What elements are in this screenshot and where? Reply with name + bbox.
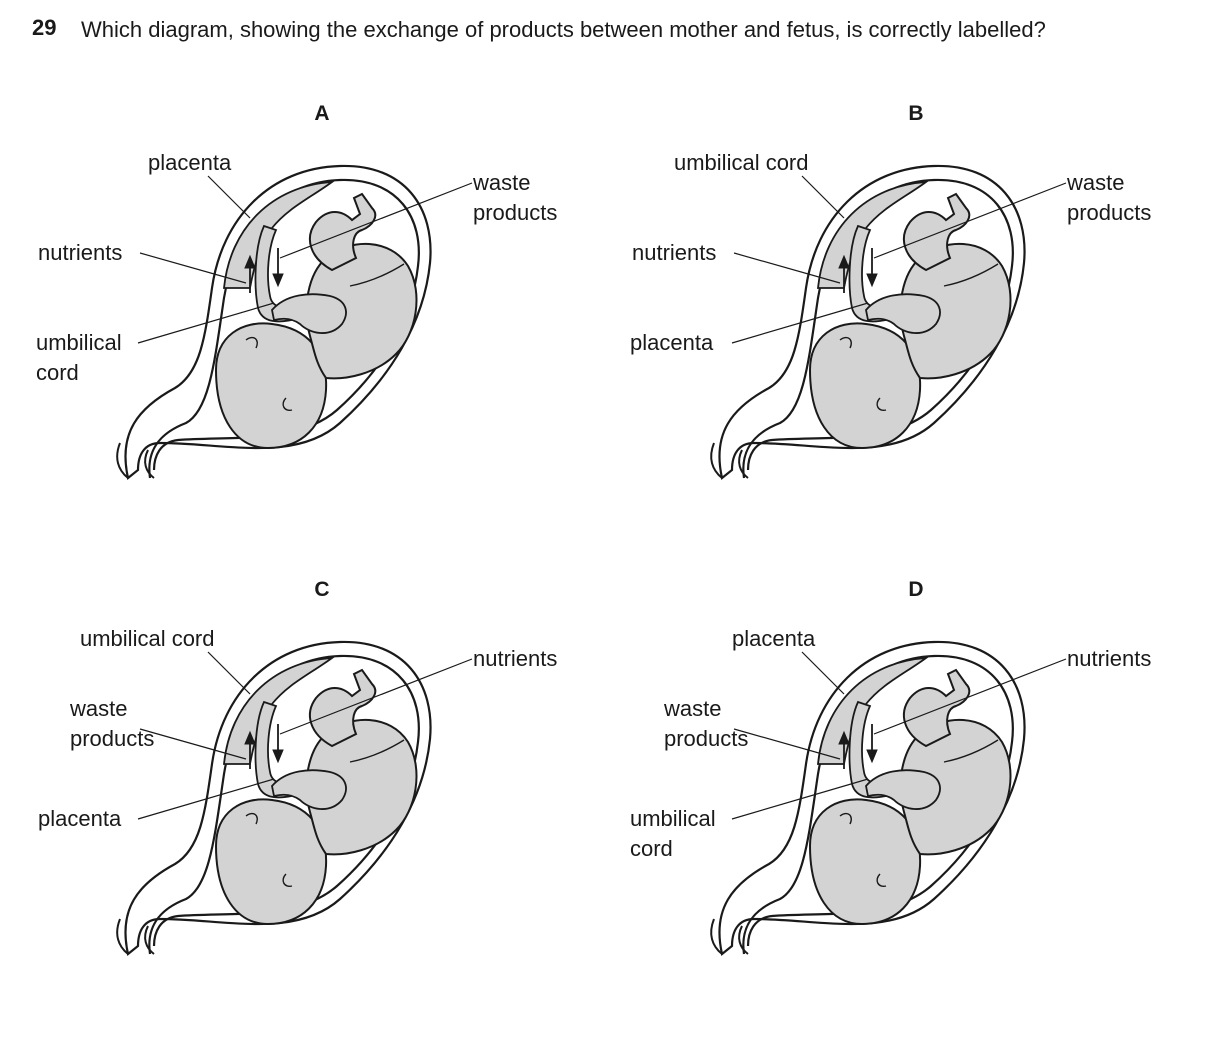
leader-line-top-right	[279, 182, 473, 259]
leader-line-middle-left	[733, 728, 841, 760]
fetus-body	[899, 242, 1012, 380]
uterus-outer-wall	[718, 640, 1026, 956]
leader-line-middle-left	[139, 252, 247, 284]
down-arrow-icon	[272, 248, 284, 288]
label-middle-left: nutrients	[632, 240, 717, 265]
fetus-in-uterus-diagram	[116, 164, 473, 480]
fetus-in-uterus-diagram	[710, 164, 1067, 480]
uterus-outer-wall	[124, 164, 432, 480]
fetus-in-uterus-diagram	[116, 640, 473, 956]
fetus-arm	[865, 293, 941, 334]
fetus-leg	[902, 192, 971, 272]
label-top-right: nutrients	[473, 646, 558, 671]
fetus-body	[305, 242, 418, 380]
up-arrow-icon	[244, 730, 256, 769]
fetus-leg	[308, 192, 377, 272]
leader-line-bottom-left	[137, 302, 275, 344]
leader-line-top-left	[207, 175, 251, 219]
fetus-body	[305, 718, 418, 856]
fetus-head	[214, 322, 328, 450]
leader-line-middle-left	[733, 252, 841, 284]
leader-line-top-left	[207, 651, 251, 695]
up-arrow-icon	[838, 254, 850, 293]
fetus-body	[899, 718, 1012, 856]
leader-line-top-left	[801, 175, 845, 219]
uterus-outer-wall	[124, 640, 432, 956]
label-bottom-left: placenta	[630, 330, 714, 355]
leader-line-top-right	[279, 658, 473, 735]
down-arrow-icon	[866, 248, 878, 288]
label-top-left: placenta	[148, 150, 232, 175]
down-arrow-icon	[866, 724, 878, 764]
down-arrow-icon	[272, 724, 284, 764]
option-letter: D	[908, 578, 924, 601]
label-top-left: umbilical cord	[674, 150, 809, 175]
leader-line-top-left	[801, 651, 845, 695]
label-bottom-left: placenta	[38, 806, 122, 831]
option-letter: C	[314, 578, 330, 601]
leader-line-middle-left	[139, 728, 247, 760]
option-letter: A	[314, 102, 330, 125]
leader-line-bottom-left	[731, 302, 869, 344]
question-text: Which diagram, showing the exchange of p…	[81, 17, 1046, 42]
fetus-leg	[902, 668, 971, 748]
leader-line-top-right	[873, 658, 1067, 735]
fetus-arm	[271, 293, 347, 334]
fetus-arm	[865, 769, 941, 810]
fetus-arm	[271, 769, 347, 810]
up-arrow-icon	[244, 254, 256, 293]
fetus-in-uterus-diagram	[710, 640, 1067, 956]
label-top-right: nutrients	[1067, 646, 1152, 671]
label-top-left: umbilical cord	[80, 626, 215, 651]
fetus-head	[808, 322, 922, 450]
question-number: 29	[32, 15, 57, 40]
fetus-head	[808, 798, 922, 926]
option-letter: B	[908, 102, 924, 125]
uterus-outer-wall	[718, 164, 1026, 480]
label-top-left: placenta	[732, 626, 816, 651]
label-middle-left: nutrients	[38, 240, 123, 265]
leader-line-bottom-left	[137, 778, 275, 820]
leader-line-bottom-left	[731, 778, 869, 820]
fetus-leg	[308, 668, 377, 748]
fetus-head	[214, 798, 328, 926]
up-arrow-icon	[838, 730, 850, 769]
leader-line-top-right	[873, 182, 1067, 259]
